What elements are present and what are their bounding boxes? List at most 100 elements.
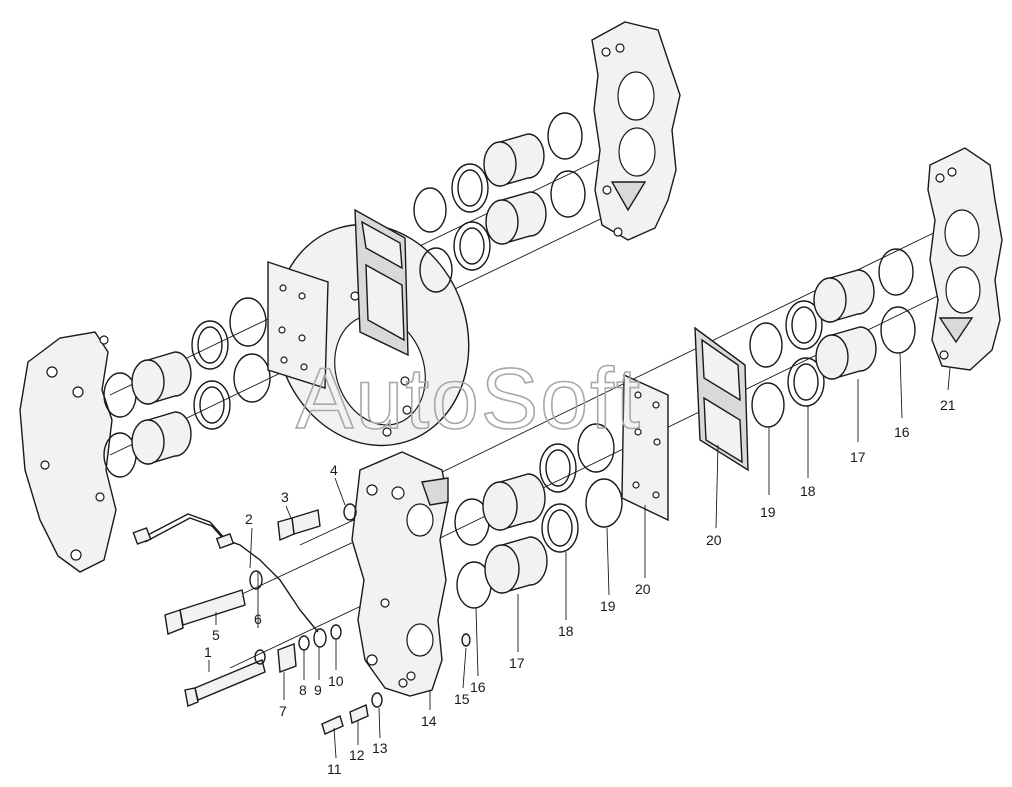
caliper-bolt-hole	[602, 185, 612, 195]
brake-pad-lower-friction	[694, 326, 749, 472]
plug-15	[461, 633, 471, 647]
caliper-window	[610, 181, 647, 212]
piston-face	[813, 277, 847, 323]
caliper-bore	[618, 127, 656, 177]
left-caliper-body	[19, 331, 117, 573]
brake-tube-outline	[144, 517, 229, 545]
callout-18a: 18	[558, 623, 574, 639]
dust-boot	[453, 221, 491, 271]
upper-caliper-half	[591, 21, 681, 241]
callout-13: 13	[372, 740, 388, 756]
left-caliper-half	[19, 331, 117, 573]
callout-17a: 17	[509, 655, 525, 671]
callout-15: 15	[454, 691, 470, 707]
callout-3: 3	[281, 489, 289, 505]
leader-13	[378, 707, 381, 739]
caliper-bolt-hole	[366, 654, 378, 666]
caliper-bore	[945, 266, 981, 314]
lower-piston-set	[454, 423, 623, 609]
callout-12: 12	[349, 747, 365, 763]
caliper-bolt-hole	[406, 671, 416, 681]
fasteners	[164, 503, 471, 735]
caliper-bore	[406, 623, 434, 657]
callout-16a: 16	[470, 679, 486, 695]
callout-17b: 17	[850, 449, 866, 465]
washer-8	[298, 635, 310, 651]
washer-9	[313, 628, 327, 648]
seal-ring	[103, 372, 137, 418]
bolt-1-shank	[194, 659, 266, 701]
dust-boot	[451, 163, 489, 213]
washer-13	[371, 692, 383, 708]
pad-hole	[298, 292, 306, 300]
brake-line	[132, 513, 319, 633]
pad-hole	[279, 284, 287, 292]
seal-ring	[550, 170, 586, 218]
dust-boot-inner	[545, 449, 571, 487]
bolt-1-head	[184, 687, 199, 707]
callout-11: 11	[327, 761, 342, 777]
seal-ring	[233, 353, 271, 403]
seal-ring	[749, 322, 783, 368]
pad-hole	[300, 363, 308, 371]
callout-21: 21	[940, 397, 956, 413]
caliper-bolt-hole	[391, 486, 405, 500]
leader-21	[947, 367, 951, 391]
banjo-bolt-7	[277, 643, 297, 673]
caliper-bolt-hole	[615, 43, 625, 53]
piston-face	[485, 199, 519, 245]
bleeder-pad	[421, 477, 449, 506]
caliper-bore	[944, 209, 980, 257]
caliper-bolt-hole	[366, 484, 378, 496]
bleeder-cap-12	[349, 704, 369, 724]
callout-labels: 1 2 3 4 5 6 7 8 9 10 11 12 13 14 15 16 1…	[204, 397, 956, 777]
callout-5: 5	[212, 627, 220, 643]
callout-2: 2	[245, 511, 253, 527]
leader-15	[462, 647, 467, 689]
piston-face	[483, 141, 517, 187]
seal-ring	[547, 112, 583, 160]
right-piston-set	[749, 248, 916, 428]
pad-hole	[298, 334, 306, 342]
brake-tube	[141, 513, 319, 633]
caliper-bolt-hole	[380, 598, 390, 608]
dust-boot	[541, 503, 579, 553]
callout-7: 7	[279, 703, 287, 719]
brake-pad-lower-plate	[621, 373, 669, 522]
seal-ring	[419, 247, 453, 293]
dust-boot-inner	[457, 169, 483, 207]
leader-11	[333, 727, 337, 759]
pad-hole	[653, 438, 661, 446]
tube-fitting	[132, 527, 152, 545]
callout-14: 14	[421, 713, 437, 729]
leader-4	[334, 477, 346, 506]
main-caliper-body	[351, 451, 449, 697]
caliper-bore	[406, 503, 434, 537]
caliper-bolt-hole	[46, 366, 58, 378]
piston-face	[815, 334, 849, 380]
leader-3	[285, 505, 292, 519]
upper-piston-set	[413, 112, 586, 293]
dust-boot	[539, 443, 577, 493]
pad-friction-segment	[365, 263, 405, 342]
seal-ring	[878, 248, 914, 296]
washer-6	[249, 570, 263, 590]
dust-boot	[785, 300, 823, 350]
brake-pad-upper	[354, 208, 409, 357]
caliper-bolt-hole	[947, 167, 957, 177]
dust-boot	[787, 357, 825, 407]
brake-pad-left	[267, 261, 329, 389]
caliper-bolt-hole	[40, 460, 50, 470]
bolt-5-shank	[179, 589, 246, 626]
seal-ring	[413, 187, 447, 233]
callout-20a: 20	[635, 581, 651, 597]
pad-hole	[634, 391, 642, 399]
caliper-bolt-hole	[72, 386, 84, 398]
washer-4	[343, 503, 357, 521]
dust-boot	[191, 320, 229, 370]
washer-10	[330, 624, 342, 640]
dust-boot-inner	[197, 326, 223, 364]
seal-ring	[751, 382, 785, 428]
caliper-window	[938, 317, 974, 344]
